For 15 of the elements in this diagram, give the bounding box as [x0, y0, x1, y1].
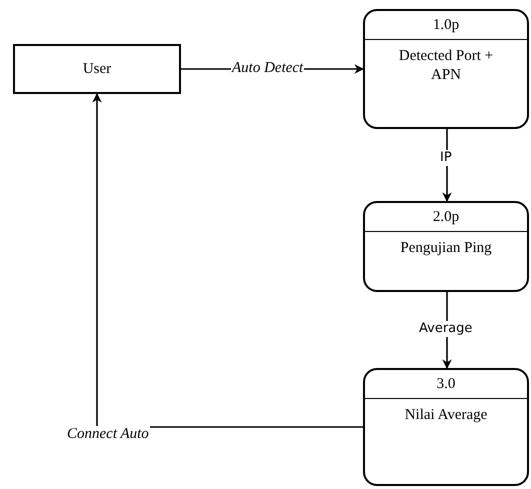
arrow — [442, 129, 452, 202]
process-number: 3.0 — [365, 370, 527, 399]
process-number: 1.0p — [365, 11, 527, 40]
entity-box — [13, 44, 181, 94]
edge-label: IP — [439, 150, 453, 166]
entity-name: User — [82, 60, 112, 78]
process-name: Detected Port + APN — [398, 47, 494, 85]
process-name: Nilai Average — [404, 406, 488, 425]
arrow — [92, 93, 363, 428]
process-box — [363, 9, 529, 129]
process-name: Pengujian Ping — [399, 239, 493, 258]
process-number: 2.0p — [365, 203, 527, 232]
edge-label: Average — [418, 321, 474, 337]
process-box — [363, 201, 529, 292]
process-box — [363, 368, 529, 486]
